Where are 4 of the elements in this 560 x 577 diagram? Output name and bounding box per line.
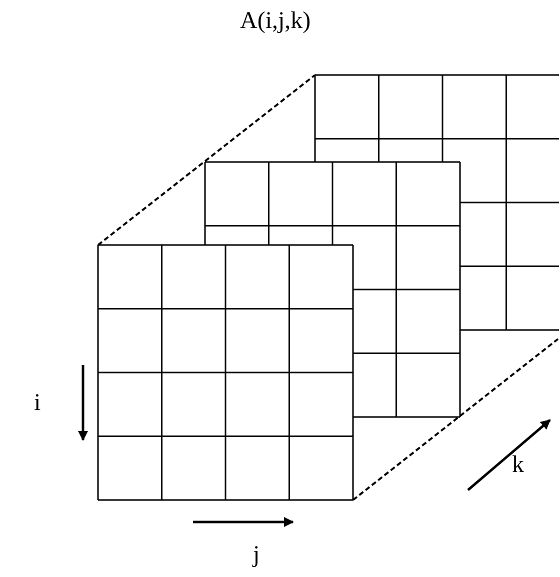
axis-label: i (34, 390, 41, 416)
title: A(i,j,k) (240, 8, 311, 34)
axis-label: k (512, 452, 524, 478)
axis-label: j (253, 542, 260, 568)
